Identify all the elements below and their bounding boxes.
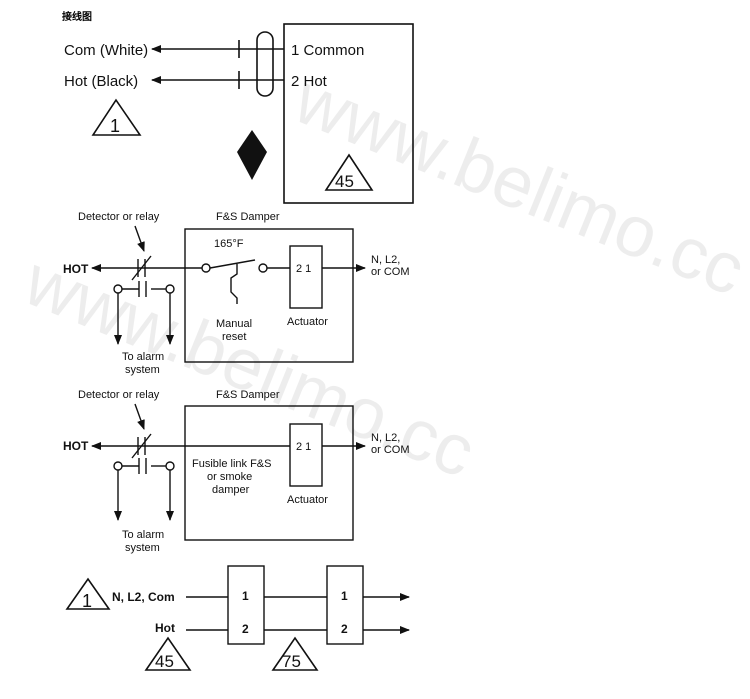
actuator-terminals: 2 1 [296, 263, 311, 275]
note-marker-triangle: 1 [91, 98, 142, 136]
detector-label: Detector or relay [78, 211, 160, 223]
marker-75-triangle: 75 [271, 636, 319, 671]
detector-contact-slash [131, 433, 152, 459]
diagram-2: Detector or relay F&S Damper HOT 165°F M… [63, 211, 410, 376]
alarm-label-2: system [125, 542, 160, 554]
detector-label: Detector or relay [78, 389, 160, 401]
alarm-contact [113, 281, 175, 345]
fusible-label-3: damper [212, 484, 250, 496]
thermal-switch-left-terminal [201, 263, 211, 273]
watermark-lower: www.belimo.cc [13, 240, 485, 493]
actuator-block [289, 245, 323, 309]
detector-pointer [134, 225, 145, 252]
actuator-label: Actuator [287, 494, 328, 506]
box-marker-triangle: 45 [324, 153, 374, 191]
detector-contact-slash [131, 255, 152, 281]
alarm-label-1: To alarm [122, 351, 164, 363]
block-b-terminal-1: 1 [341, 589, 348, 603]
actuator-block [289, 423, 323, 487]
hot-label: HOT [63, 262, 89, 276]
wire-common-label: Com (White) [64, 42, 148, 59]
thermal-switch-right-terminal [258, 263, 268, 273]
wire-1-label: N, L2, Com [112, 590, 175, 604]
alarm-label-1: To alarm [122, 529, 164, 541]
note-marker-number: 1 [82, 591, 92, 611]
block-a-terminal-1: 1 [242, 589, 249, 603]
diagram-1: 1 Common 2 Hot Com (White) Hot (Black) 1… [64, 23, 414, 204]
temp-label: 165°F [214, 238, 244, 250]
detector-pointer [134, 403, 145, 430]
marker-75-number: 75 [282, 652, 301, 671]
box-marker-number: 45 [335, 172, 354, 191]
alarm-contact [113, 458, 175, 521]
damper-box [184, 405, 354, 541]
damper-label: F&S Damper [216, 389, 280, 401]
marker-45-triangle: 45 [144, 636, 192, 671]
fusible-label-1: Fusible link F&S [192, 458, 271, 470]
reset-label-1: Manual [216, 318, 252, 330]
output-label-2: or COM [371, 444, 410, 456]
manual-reset-linkage [230, 264, 238, 304]
cable-bundle [256, 31, 274, 97]
block-a-terminal-2: 2 [242, 622, 249, 636]
alarm-label-2: system [125, 364, 160, 376]
reset-label-2: reset [222, 331, 246, 343]
marker-45-number: 45 [155, 652, 174, 671]
device-block-a [227, 565, 265, 645]
output-label-1: N, L2, [371, 432, 400, 444]
fusible-label-2: or smoke [207, 471, 252, 483]
actuator-terminals: 2 1 [296, 441, 311, 453]
hot-label: HOT [63, 439, 89, 453]
actuator-box [283, 23, 414, 204]
diamond-icon [237, 130, 267, 180]
block-b-terminal-2: 2 [341, 622, 348, 636]
device-block-b [326, 565, 364, 645]
note-marker-number: 1 [110, 116, 120, 136]
damper-box [184, 228, 354, 363]
output-label-2: or COM [371, 266, 410, 278]
diagram-4: 1 N, L2, Com Hot 1 2 1 2 45 75 [65, 565, 410, 671]
wire-hot-label: Hot (Black) [64, 73, 138, 90]
output-label-1: N, L2, [371, 254, 400, 266]
terminal-hot-label: 2 Hot [291, 73, 328, 90]
page-title: 接线图 [62, 10, 92, 23]
damper-label: F&S Damper [216, 211, 280, 223]
thermal-switch-blade [209, 259, 256, 269]
diagram-3: Detector or relay F&S Damper HOT Fusible… [63, 389, 410, 554]
terminal-common-label: 1 Common [291, 42, 364, 59]
note-marker-triangle: 1 [65, 577, 111, 611]
wire-2-label: Hot [155, 621, 175, 635]
actuator-label: Actuator [287, 316, 328, 328]
